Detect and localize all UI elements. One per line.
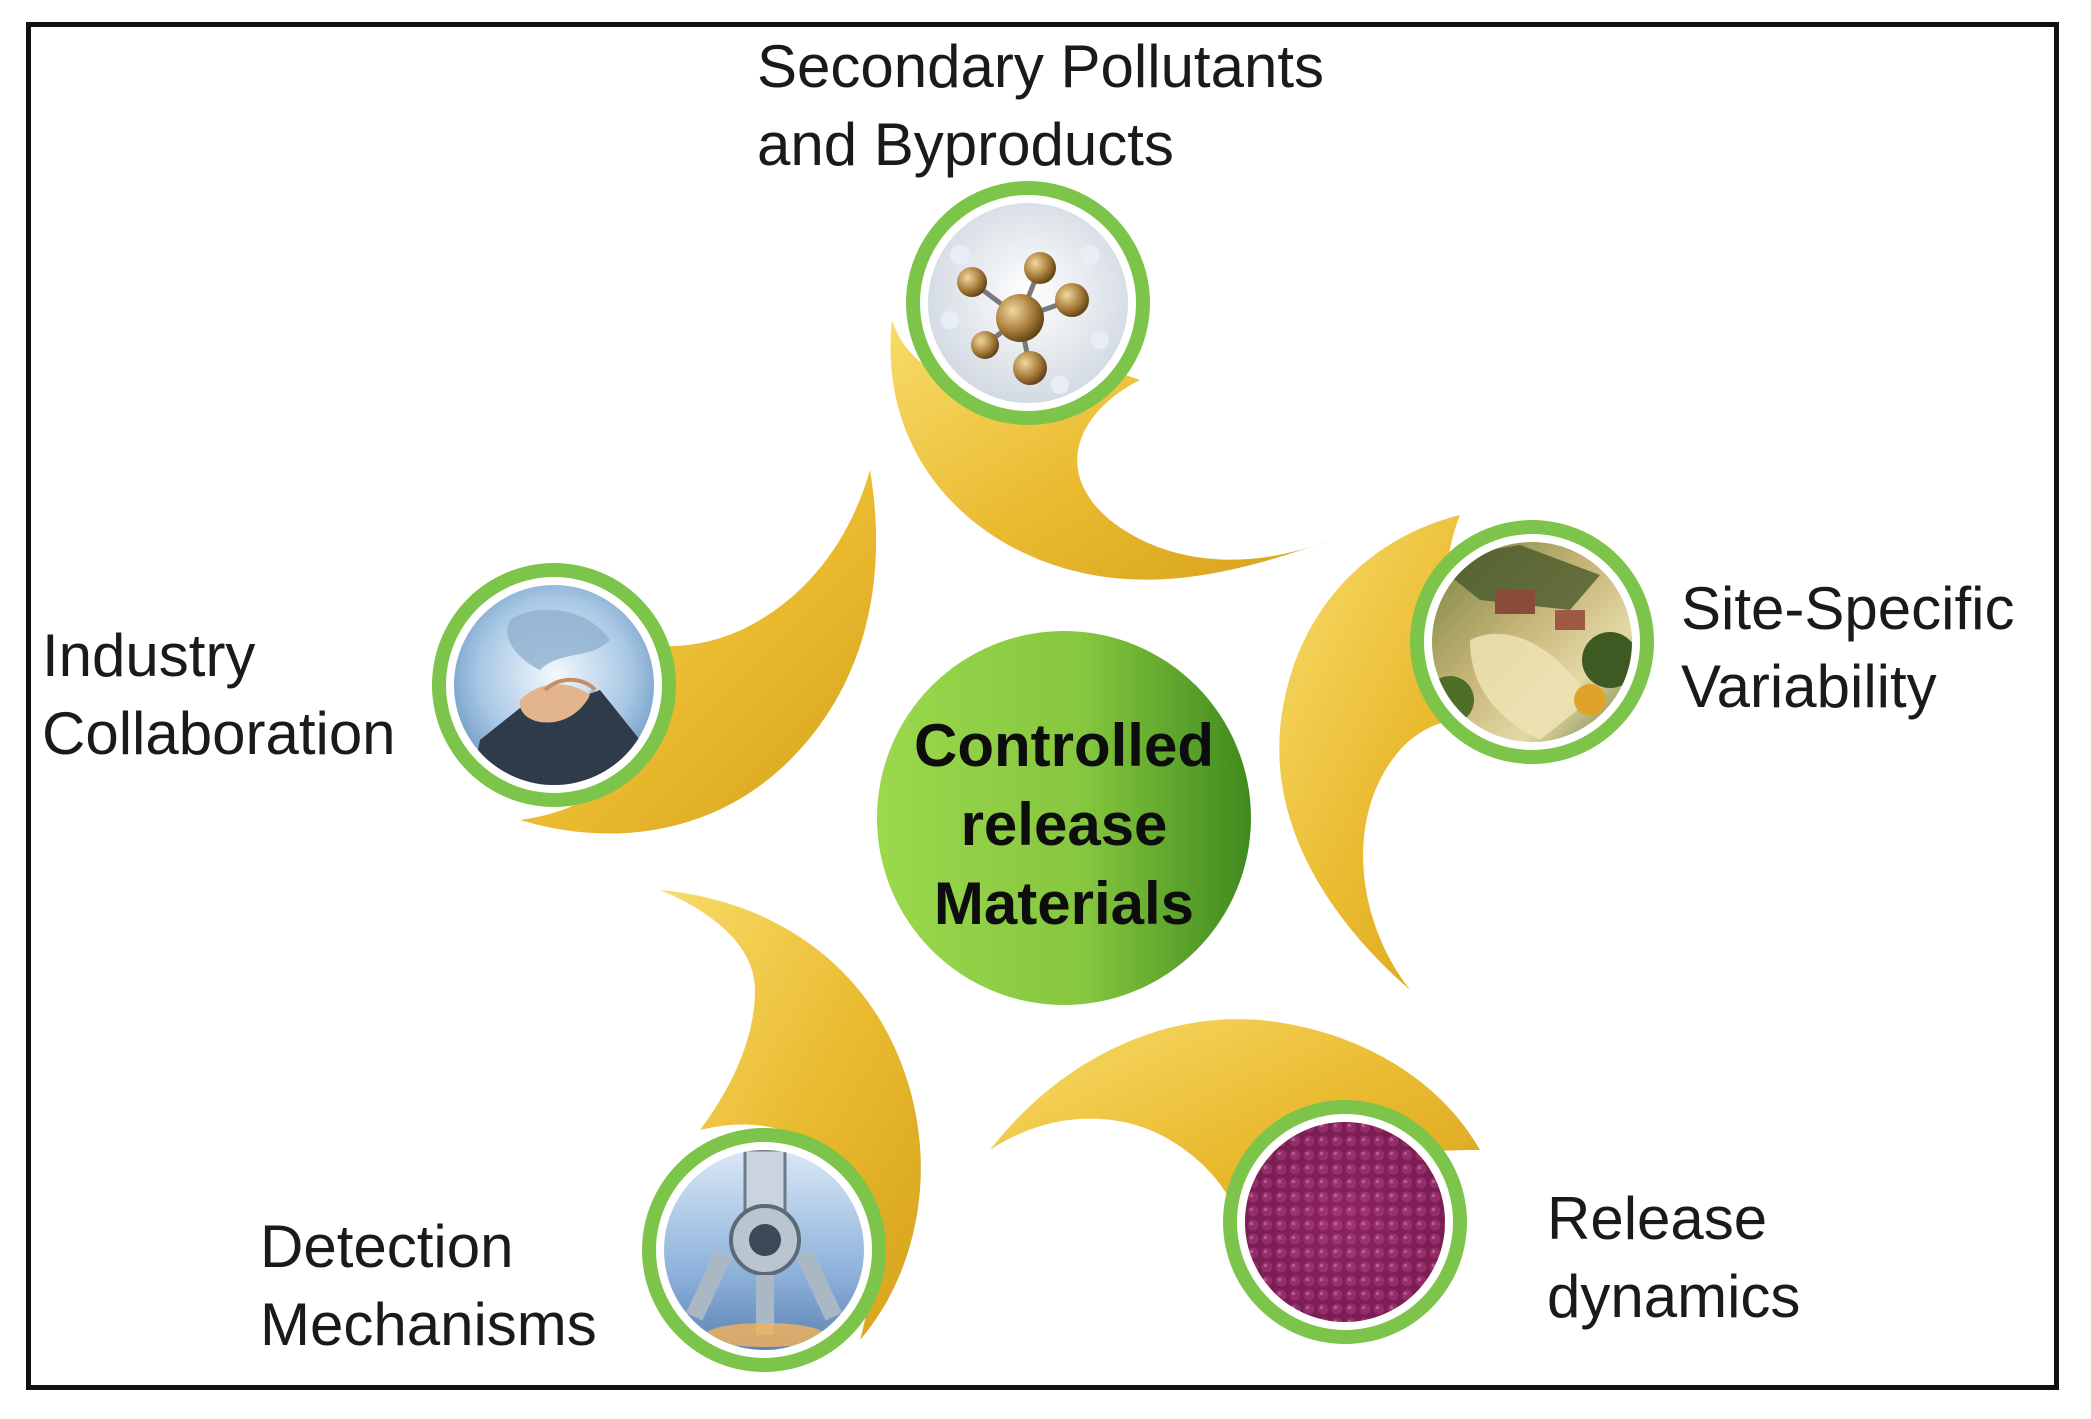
label-detection-mechanisms: Detection Mechanisms (260, 1208, 597, 1364)
center-circle (877, 631, 1251, 1005)
center-title-line3: Materials (934, 870, 1194, 937)
label-detection-mechanisms-line1: Detection (260, 1213, 514, 1280)
microscope-icon (664, 1150, 864, 1350)
handshake-globe-icon (454, 585, 654, 785)
swirl-arm-bottom-left (660, 890, 921, 1340)
label-industry-collaboration-line1: Industry (42, 622, 256, 689)
center-title-line2: release (961, 791, 1168, 858)
label-site-specific-variability: Site-Specific Variability (1681, 570, 2014, 726)
label-release-dynamics-line1: Release (1547, 1185, 1768, 1252)
aerial-landscape-icon (1432, 542, 1632, 742)
node-detection-mechanisms (642, 1128, 886, 1372)
label-secondary-pollutants-line1: Secondary Pollutants (757, 33, 1325, 100)
purple-beads-icon (1245, 1122, 1445, 1322)
label-release-dynamics: Release dynamics (1547, 1180, 1800, 1336)
center-title-line1: Controlled (914, 712, 1214, 779)
label-site-specific-variability-line1: Site-Specific (1681, 575, 2015, 642)
node-industry-collaboration (432, 563, 676, 807)
swirl-arm-bottom-right (990, 1019, 1480, 1250)
molecule-icon (928, 203, 1128, 403)
label-release-dynamics-line2: dynamics (1547, 1263, 1801, 1330)
label-secondary-pollutants: Secondary Pollutants and Byproducts (757, 28, 1324, 184)
node-release-dynamics (1223, 1100, 1467, 1344)
swirl-arm-left (520, 470, 877, 834)
label-industry-collaboration-line2: Collaboration (42, 700, 396, 767)
node-secondary-pollutants (906, 181, 1150, 425)
label-secondary-pollutants-line2: and Byproducts (757, 111, 1174, 178)
node-site-specific-variability (1410, 520, 1654, 764)
label-detection-mechanisms-line2: Mechanisms (260, 1291, 597, 1358)
label-site-specific-variability-line2: Variability (1681, 653, 1937, 720)
label-industry-collaboration: Industry Collaboration (42, 617, 396, 773)
